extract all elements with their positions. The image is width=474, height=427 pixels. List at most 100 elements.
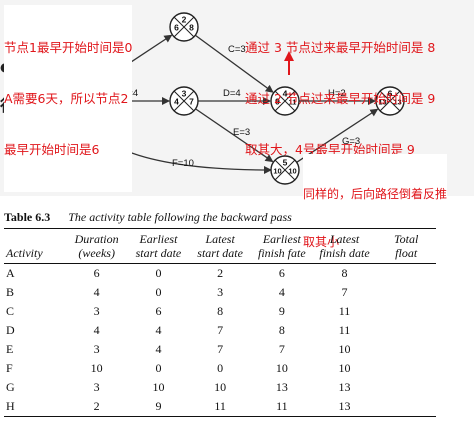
node-earliest-start: 9 [275, 97, 280, 107]
table-cell: 3 [93, 342, 100, 356]
table-cell: 0 [155, 285, 162, 299]
table-cell: 13 [275, 380, 288, 394]
arc-label: H=2 [328, 88, 346, 99]
annotation-backward-pass: 同样的，后向路径倒着反推 取其小 [303, 154, 448, 282]
node-earliest-start: 10 [273, 167, 281, 176]
table-cell: 11 [338, 323, 351, 337]
table-cell: 13 [338, 380, 351, 394]
annotation-forward-pass: 节点1最早开始时间是0 A需要6天，所以节点2 最早开始时间是6 [4, 5, 133, 192]
table-cell [376, 359, 436, 378]
node-6: 613 13 [375, 86, 405, 116]
table-cell: 0 [217, 361, 224, 375]
table-row: G 3 10 10 13 13 [4, 378, 436, 397]
annotation-line: 节点1最早开始时间是0 [4, 40, 133, 55]
arc-label: F=10 [172, 158, 194, 169]
arc-label: C=3 [228, 44, 246, 55]
table-cell: 4 [93, 285, 100, 299]
table-cell: 6 [93, 266, 100, 280]
table-cell [376, 321, 436, 340]
table-cell: 10 [90, 361, 103, 375]
arc-5-6 [296, 108, 379, 163]
node-id: 6 [388, 89, 393, 99]
table-cell: E [6, 342, 14, 356]
table-cell: 0 [155, 361, 162, 375]
arc-label: D=4 [223, 88, 241, 99]
node-id: 3 [182, 89, 187, 99]
annotation-line: 通过 2 节点过来最早开始时间是 9 [245, 91, 436, 106]
node-latest-finish: 13 [393, 98, 401, 107]
table-cell: 0 [155, 266, 162, 280]
table-cell: 8 [341, 266, 348, 280]
table-cell: F [6, 361, 13, 375]
table-cell: 7 [341, 285, 348, 299]
table-cell [376, 283, 436, 302]
table-cell: G [6, 380, 15, 394]
table-row: A 6 0 2 6 8 [4, 264, 436, 284]
arc-label: E=3 [233, 127, 250, 138]
table-cell [376, 340, 436, 359]
table-cell: A [6, 266, 15, 280]
header-activity: Activity [6, 246, 43, 260]
table-cell: 2 [217, 266, 224, 280]
table-cell: 6 [155, 304, 162, 318]
annotation-line: 最早开始时间是6 [4, 142, 100, 157]
table-cell: 13 [338, 399, 351, 413]
table-cell: 10 [214, 380, 227, 394]
arc-2-4 [194, 34, 274, 93]
table-cell: 9 [155, 399, 162, 413]
node-latest-finish: 11 [289, 98, 297, 107]
table-cell: 3 [93, 380, 100, 394]
table-row: F 10 0 0 10 10 [4, 359, 436, 378]
annotation-line: 通过 3 节点过来最早开始时间是 8 [245, 40, 436, 55]
table-cell: 2 [93, 399, 100, 413]
table-cell [376, 378, 436, 397]
node-earliest-start: 13 [378, 98, 386, 107]
table-cell: H [6, 399, 15, 413]
table-row: H 2 9 11 11 13 [4, 397, 436, 417]
annotation-line: A需要6天，所以节点2 [4, 91, 129, 106]
node-latest-finish: 7 [189, 97, 194, 107]
table-cell: 6 [278, 266, 285, 280]
node-4: 49 11 [270, 86, 300, 116]
table-number: Table 6.3 [4, 210, 51, 224]
node-earliest-start: 6 [174, 23, 179, 33]
arc-3-5 [195, 108, 274, 163]
table-cell: 3 [217, 285, 224, 299]
annotation-node4: 通过 3 节点过来最早开始时间是 8 通过 2 节点过来最早开始时间是 9 取其… [245, 5, 435, 192]
table-cell: 4 [155, 323, 162, 337]
annotation-line: 取其小 [303, 235, 340, 249]
table-cell: 8 [278, 323, 285, 337]
table-cell: 4 [93, 323, 100, 337]
table-title: The activity table following the backwar… [68, 210, 292, 224]
node-id: 4 [283, 89, 288, 99]
table-cell [376, 397, 436, 417]
annotation-line: 取其大，4号最早开始时间是 9 [245, 142, 415, 157]
table-cell: 11 [338, 304, 351, 318]
table-cell: 7 [278, 342, 285, 356]
table-cell: 10 [338, 361, 351, 375]
table-cell: 7 [217, 342, 224, 356]
node-earliest-start: 4 [174, 97, 179, 107]
table-cell: 11 [214, 399, 226, 413]
table-cell: 11 [276, 399, 288, 413]
table-cell [376, 264, 436, 284]
table-cell: 10 [275, 361, 288, 375]
table-cell: 4 [155, 342, 162, 356]
table-cell: 10 [152, 380, 165, 394]
node-latest-finish: 8 [189, 23, 194, 33]
